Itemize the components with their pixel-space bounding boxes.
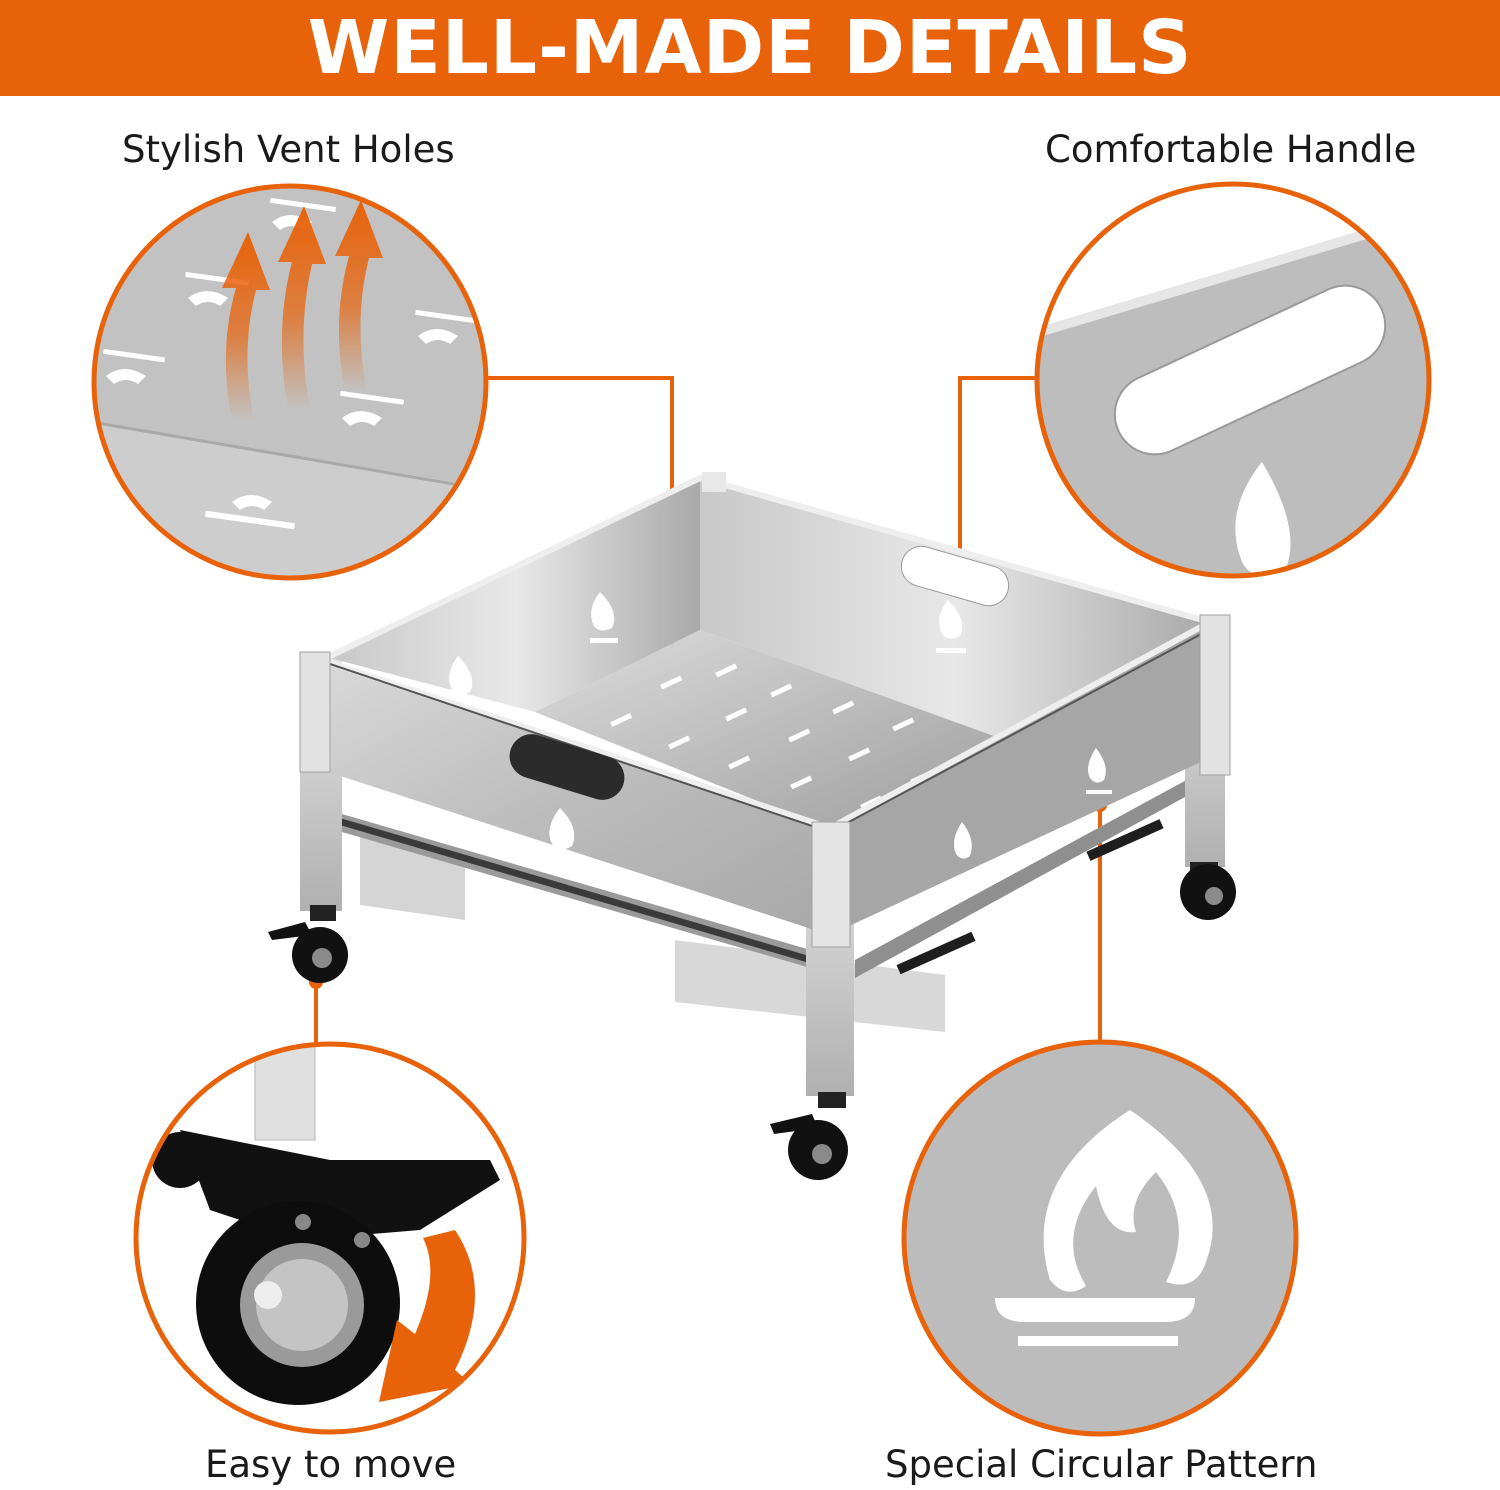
detail-vent-holes xyxy=(91,183,489,581)
header-banner xyxy=(0,0,1500,96)
flame-icon xyxy=(1043,1110,1213,1292)
detail-caster-wheel xyxy=(133,1041,527,1435)
label-vent-holes: Stylish Vent Holes xyxy=(122,128,455,171)
page-title: WELL-MADE DETAILS xyxy=(307,5,1193,91)
detail-handle xyxy=(1034,181,1432,579)
label-easy-to-move: Easy to move xyxy=(205,1443,457,1486)
wall-flame-icons xyxy=(449,592,1112,859)
caster-wheels xyxy=(268,862,1236,1180)
label-handle: Comfortable Handle xyxy=(1045,128,1417,171)
fire-pit-body xyxy=(299,472,1231,1096)
lock-arrow-icon xyxy=(379,1230,475,1402)
heat-arrows-icon xyxy=(222,200,383,420)
flame-icon xyxy=(1235,462,1291,576)
label-circular-pattern: Special Circular Pattern xyxy=(885,1443,1318,1486)
detail-flame-pattern xyxy=(901,1039,1299,1437)
